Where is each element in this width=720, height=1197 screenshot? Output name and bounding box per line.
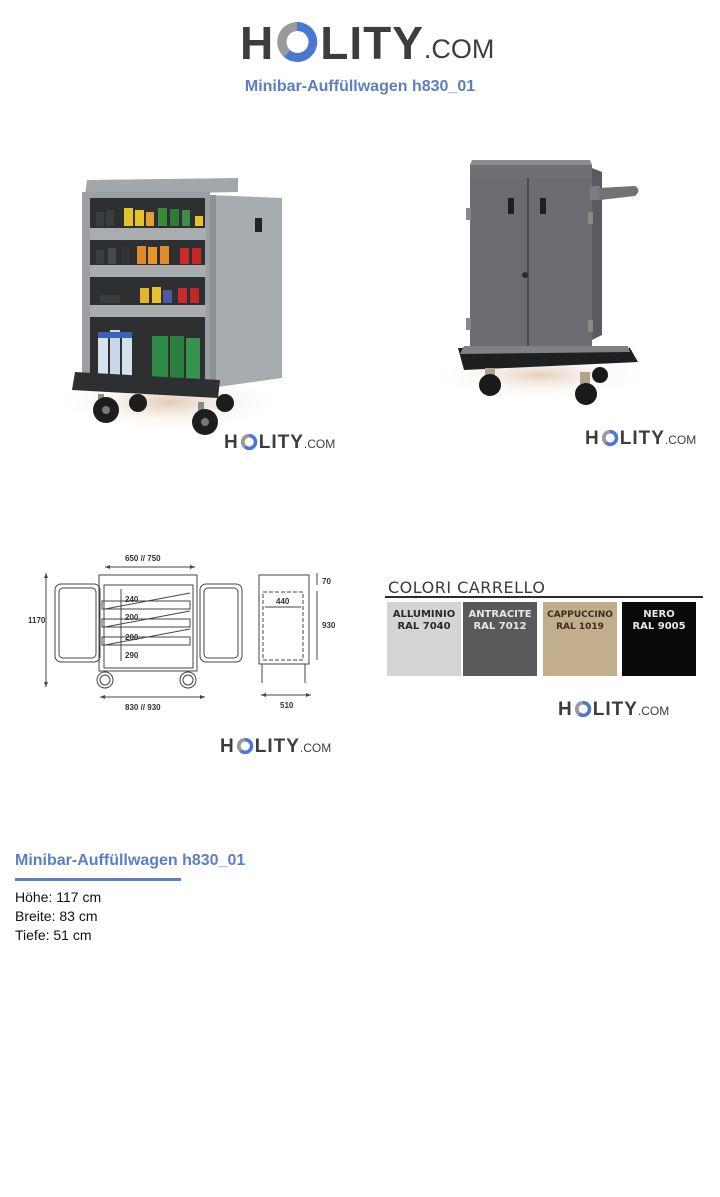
spec-height: Höhe: 117 cm (15, 889, 102, 905)
swatch-antracite: ANTRACITE RAL 7012 (463, 602, 537, 676)
logo-lity: LITY (254, 736, 300, 757)
dim-shelf-1: 240 (125, 595, 139, 604)
colors-divider (385, 596, 703, 598)
page-title: Minibar-Auffüllwagen h830_01 (244, 78, 476, 95)
swatch-alluminio: ALLUMINIO RAL 7040 (387, 602, 461, 676)
swatch-cappuccino: CAPPUCCINO RAL 1019 (543, 602, 617, 676)
colors-title: COLORI CARRELLO (388, 578, 546, 597)
logo-lity: LITY (320, 17, 424, 69)
spec-depth: Tiefe: 51 cm (15, 927, 92, 943)
swatch-nero: NERO RAL 9005 (622, 602, 696, 676)
logo-o-icon (275, 20, 319, 64)
logo-domain: .COM (637, 704, 670, 718)
product-heading: Minibar-Auffüllwagen h830_01 (15, 852, 246, 869)
dim-shelf-3: 200 (125, 633, 139, 642)
dim-depth: 510 (280, 701, 294, 710)
dim-top: 70 (322, 577, 331, 586)
logo-h: H (558, 699, 573, 720)
logo-h: H (220, 736, 235, 757)
holity-logo[interactable]: H LITY .COM (240, 16, 494, 66)
technical-drawing[interactable]: 650 // 750 1170 240 200 200 290 830 // 9… (25, 545, 355, 765)
product-image-closed-cart[interactable] (430, 120, 710, 470)
dim-inner-depth: 440 (276, 597, 290, 606)
spec-list: Höhe: 117 cm Breite: 83 cm Tiefe: 51 cm (15, 888, 101, 945)
logo-o-icon (574, 700, 592, 718)
logo-h: H (240, 17, 275, 69)
dim-shelf-2: 200 (125, 613, 139, 622)
dim-outer-width: 830 // 930 (125, 703, 161, 712)
watermark-logo: H LITY .COM (220, 736, 331, 756)
logo-domain: .COM (423, 34, 495, 64)
spec-width: Breite: 83 cm (15, 908, 98, 924)
logo-o-icon (601, 429, 619, 447)
watermark-logo: H LITY .COM (558, 699, 669, 719)
logo-o-icon (240, 433, 258, 451)
logo-h: H (224, 432, 239, 453)
logo-o-icon (236, 737, 254, 755)
logo-domain: .COM (664, 433, 697, 447)
dim-height: 1170 (28, 616, 46, 625)
logo-lity: LITY (592, 699, 638, 720)
dim-body-height: 930 (322, 621, 336, 630)
logo-domain: .COM (299, 741, 332, 755)
product-image-open-cart[interactable] (55, 120, 350, 470)
dim-shelf-4: 290 (125, 651, 139, 660)
watermark-logo: H LITY .COM (585, 428, 696, 448)
dim-inner-width: 650 // 750 (125, 554, 161, 563)
logo-lity: LITY (619, 428, 665, 449)
logo-domain: .COM (303, 437, 336, 451)
logo-lity: LITY (258, 432, 304, 453)
heading-underline (15, 878, 181, 881)
watermark-logo: H LITY .COM (224, 432, 335, 452)
color-options-image[interactable]: COLORI CARRELLO ALLUMINIO RAL 7040 ANTRA… (385, 578, 705, 728)
logo-h: H (585, 428, 600, 449)
